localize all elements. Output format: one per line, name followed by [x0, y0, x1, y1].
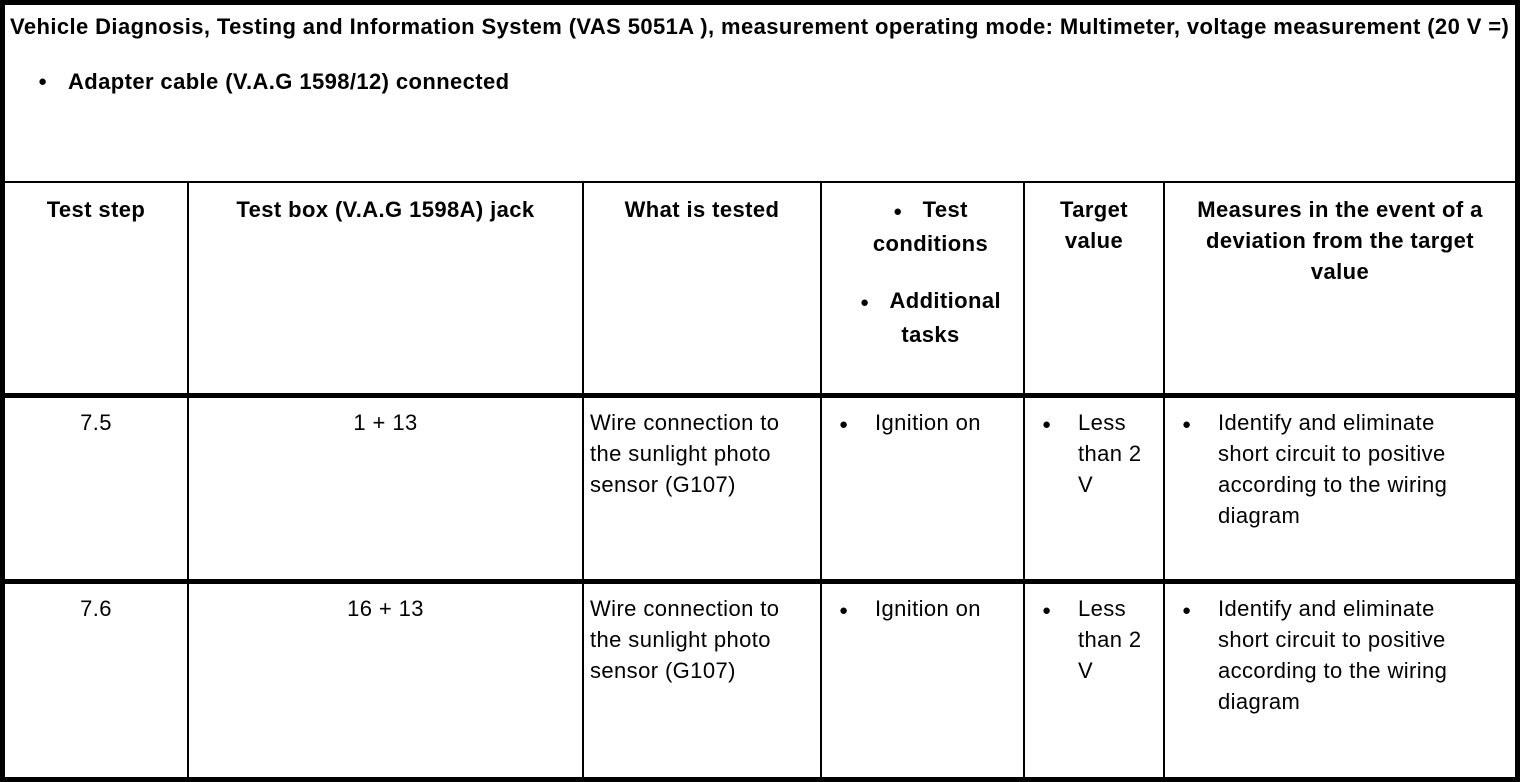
bullet-text: Less than 2 V	[1078, 409, 1142, 497]
bullet-item: ● Less than 2 V	[1042, 593, 1155, 686]
cell-what-is-tested: Wire connection to the sunlight photo se…	[582, 394, 822, 584]
cell-what-is-tested: Wire connection to the sunlight photo se…	[582, 580, 822, 777]
bullet-text: Identify and eliminate short circuit to …	[1218, 409, 1448, 528]
page-title: Vehicle Diagnosis, Testing and Informati…	[10, 14, 1510, 39]
table-row: 7.5 1 + 13 Wire connection to the sunlig…	[5, 394, 1515, 584]
test-table: Test step Test box (V.A.G 1598A) jack Wh…	[5, 183, 1515, 777]
cell-target-value: ● Less than 2 V	[1023, 394, 1165, 584]
cell-test-step: 7.6	[5, 580, 189, 777]
bullet-text: Ignition on	[875, 409, 981, 435]
header-bullet-item: ● Additional tasks	[848, 285, 1013, 350]
cell-jack: 16 + 13	[187, 580, 584, 777]
bullet-text: Identify and eliminate short circuit to …	[1218, 595, 1448, 714]
header-bullet-item: ●Test conditions	[848, 194, 1013, 259]
bullet-icon: ●	[1042, 415, 1052, 433]
col-header-test-box-jack: Test box (V.A.G 1598A) jack	[187, 183, 584, 398]
bullet-item: ● Less than 2 V	[1042, 407, 1155, 500]
bullet-icon: ●	[1042, 601, 1052, 619]
bullet-item: ● Ignition on	[839, 593, 1015, 627]
intro-bullet-item: ● Adapter cable (V.A.G 1598/12) connecte…	[10, 66, 1510, 98]
bullet-icon: ●	[893, 203, 903, 220]
header-bullet-text: Test conditions	[872, 197, 989, 256]
cell-test-step: 7.5	[5, 394, 189, 584]
intro-section: Vehicle Diagnosis, Testing and Informati…	[5, 5, 1515, 183]
bullet-icon: ●	[839, 601, 849, 619]
header-bullet-text: Additional tasks	[889, 288, 1001, 347]
bullet-icon: ●	[1182, 415, 1192, 433]
intro-bullet-text: Adapter cable (V.A.G 1598/12) connected	[68, 69, 510, 94]
bullet-item: ● Identify and eliminate short circuit to…	[1182, 407, 1489, 531]
col-header-target-value: Target value	[1023, 183, 1165, 398]
test-table-wrapper: Test step Test box (V.A.G 1598A) jack Wh…	[5, 183, 1515, 777]
cell-test-conditions: ● Ignition on	[820, 394, 1025, 584]
bullet-icon: ●	[1182, 601, 1192, 619]
cell-target-value: ● Less than 2 V	[1023, 580, 1165, 777]
bullet-item: ● Identify and eliminate short circuit to…	[1182, 593, 1489, 717]
col-header-test-step: Test step	[5, 183, 189, 398]
col-header-conditions: ●Test conditions ●Additional tasks	[820, 183, 1025, 398]
table-row: 7.6 16 + 13 Wire connection to the sunli…	[5, 580, 1515, 777]
cell-test-conditions: ● Ignition on	[820, 580, 1025, 777]
bullet-icon: ●	[839, 415, 849, 433]
col-header-measures: Measures in the event of a deviation fro…	[1163, 183, 1515, 398]
cell-measures: ● Identify and eliminate short circuit to…	[1163, 580, 1515, 777]
cell-measures: ● Identify and eliminate short circuit to…	[1163, 394, 1515, 584]
header-row: Test step Test box (V.A.G 1598A) jack Wh…	[5, 183, 1515, 398]
bullet-icon: ●	[38, 73, 48, 90]
bullet-text: Less than 2 V	[1078, 595, 1142, 683]
cell-jack: 1 + 13	[187, 394, 584, 584]
col-header-what-is-tested: What is tested	[582, 183, 822, 398]
bullet-icon: ●	[859, 294, 870, 311]
bullet-text: Ignition on	[875, 595, 981, 621]
bullet-item: ● Ignition on	[839, 407, 1015, 441]
